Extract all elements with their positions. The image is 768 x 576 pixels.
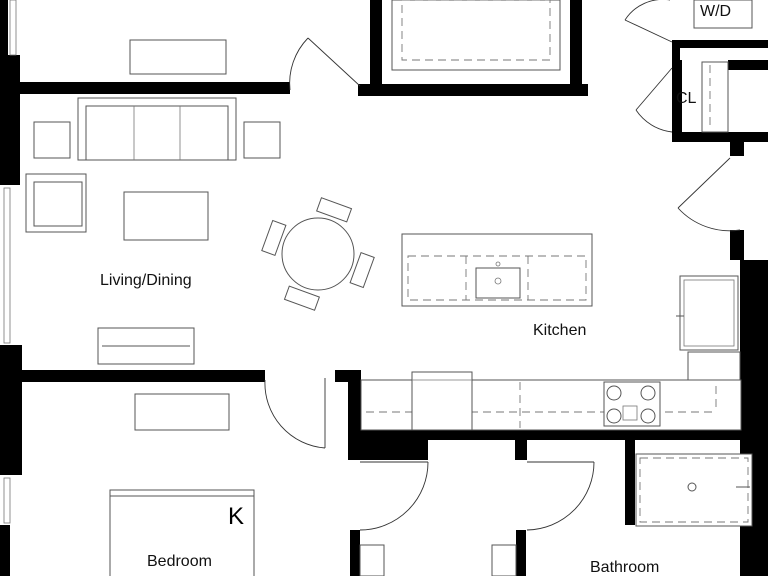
top-furniture <box>129 0 753 133</box>
king-bed <box>109 489 255 576</box>
label-closet: CL <box>676 90 697 107</box>
door-swing-entry <box>677 207 741 232</box>
wall-top-middle-room <box>358 84 588 96</box>
dining-chair <box>261 219 287 256</box>
side-table-right <box>243 121 281 159</box>
label-bathroom: Bathroom <box>590 559 659 576</box>
doors <box>264 0 741 531</box>
sink-faucet <box>495 261 501 267</box>
cooktop-controls <box>622 405 638 421</box>
wall-wd-left <box>672 40 680 65</box>
wall-left-upper <box>0 55 20 185</box>
label-washer-dryer: W/D <box>700 3 731 20</box>
wall-right-mid <box>730 230 744 260</box>
kitchen-fixtures <box>360 233 742 431</box>
dining-chair <box>349 252 375 289</box>
wall-lower-left-a <box>350 530 360 576</box>
bathroom-fixtures <box>635 453 753 527</box>
label-bed-size: K <box>228 503 244 530</box>
bathtub-inner <box>639 457 749 523</box>
burner <box>640 385 656 401</box>
armchair-seat <box>33 181 83 227</box>
label-kitchen: Kitchen <box>533 322 586 339</box>
door-leaf-entry <box>677 157 731 209</box>
dining-table <box>281 217 355 291</box>
side-table-left <box>33 121 71 159</box>
burner <box>606 385 622 401</box>
door-swing-bedroom <box>264 379 326 449</box>
counter-end <box>687 351 741 381</box>
living-dining-furniture <box>25 97 375 365</box>
burner <box>606 408 622 424</box>
wall-right-exterior <box>740 260 768 576</box>
door-swing-bath <box>526 461 595 531</box>
island-sink <box>475 267 521 299</box>
closet-shelf <box>701 61 729 133</box>
refrigerator <box>411 371 473 431</box>
door-swing-closet-lower <box>359 461 429 531</box>
wall-wd-bottom <box>672 40 768 48</box>
wall-top-middle-right <box>570 0 582 96</box>
bathtub-drain <box>687 482 697 492</box>
room-labels: Living/Dining Kitchen Bedroom Bathroom C… <box>100 3 731 576</box>
sink-drain <box>494 277 502 285</box>
closet-shelf-lower-right <box>491 544 517 576</box>
wall-top-middle-left <box>370 0 382 90</box>
wall-kitchen-back <box>348 430 748 440</box>
window-left-bedroom <box>3 477 11 524</box>
door-swing-cl <box>635 109 673 133</box>
wall-left-lower <box>0 345 22 475</box>
wall-cl-top <box>728 60 768 70</box>
wall-cl-left <box>672 60 682 132</box>
label-bedroom: Bedroom <box>147 553 212 570</box>
wall-bath-left <box>625 440 635 525</box>
door-leaf-living-top <box>307 37 361 87</box>
washer-dryer-box <box>693 0 753 29</box>
dining-set <box>261 197 375 311</box>
dining-chair <box>283 285 320 311</box>
door-swing-living-top <box>289 37 309 91</box>
window-left-living <box>3 187 11 344</box>
door-swing-wd <box>624 0 670 21</box>
pantry-inner <box>683 279 735 347</box>
wall-bedroom-top <box>20 370 265 382</box>
label-living-dining: Living/Dining <box>100 272 192 289</box>
wall-corridor-a <box>348 440 428 460</box>
wall-left-bottom <box>0 525 10 576</box>
bedroom-furniture <box>109 393 255 576</box>
closet-shelf-lower-left <box>359 544 385 576</box>
dining-chair <box>316 197 353 223</box>
wall-lower-left-b <box>516 530 526 576</box>
wall-left-top <box>0 0 8 58</box>
lower-closets <box>359 544 517 576</box>
bed-top-middle <box>391 0 561 71</box>
wall-top-left-room <box>18 82 290 94</box>
door-leaf-cl <box>635 67 673 111</box>
pantry-unit <box>679 275 739 351</box>
burner <box>640 408 656 424</box>
wall-corridor-b <box>515 440 527 460</box>
bedroom-dresser <box>134 393 230 431</box>
coffee-table <box>123 191 209 241</box>
door-leaf-wd <box>624 19 673 43</box>
sofa-seat <box>85 105 229 161</box>
wall-right-corner <box>730 142 744 156</box>
dresser-top-left <box>129 39 227 75</box>
window-left-top <box>9 0 17 56</box>
wall-cl-bottom <box>672 132 768 142</box>
island-cabinets-outline <box>407 255 587 301</box>
